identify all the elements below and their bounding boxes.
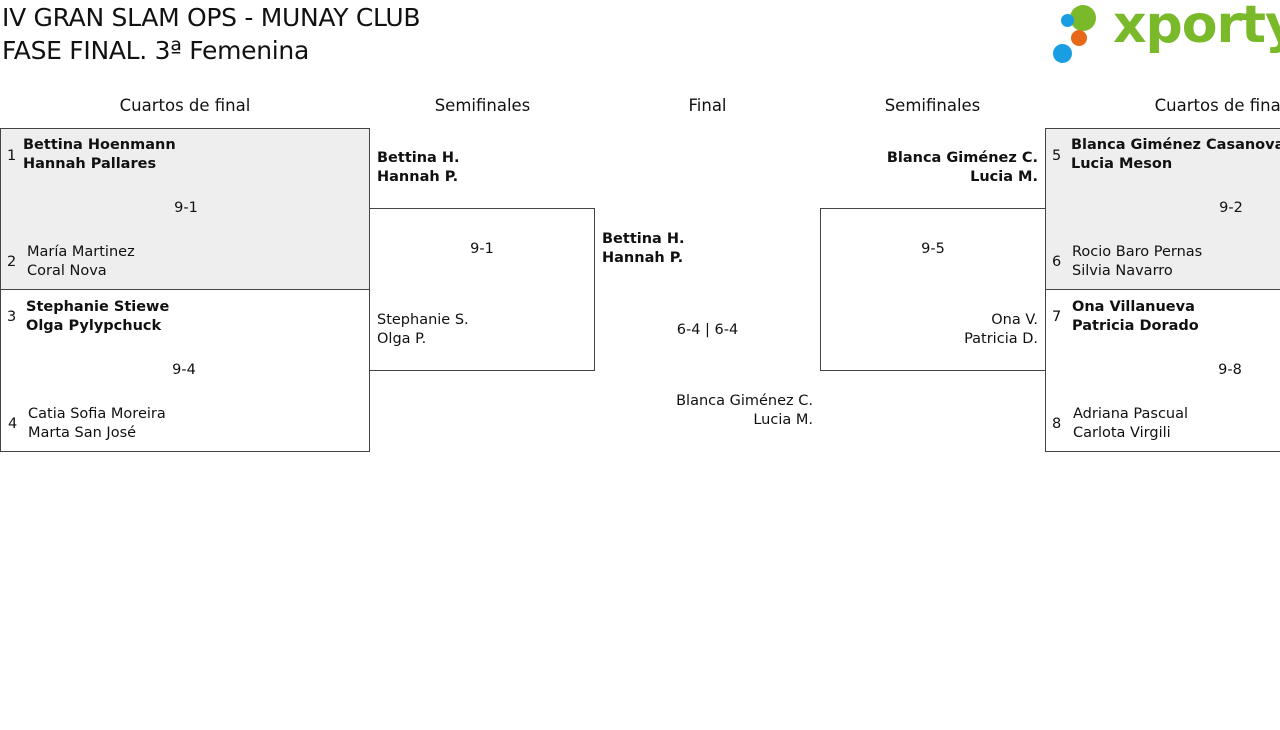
final-team-loser: Blanca Giménez C. Lucia M. xyxy=(595,392,813,430)
player-name: Stephanie S. xyxy=(377,312,469,328)
player-name: Silvia Navarro xyxy=(1072,263,1173,279)
team-winner: Bettina Hoenmann Hannah Pallares xyxy=(23,136,176,174)
seed-number: 5 xyxy=(1052,148,1062,164)
player-name: Hannah P. xyxy=(377,169,459,185)
seed-number: 2 xyxy=(7,254,17,270)
left-semi-team-winner: Bettina H. Hannah P. xyxy=(377,149,460,187)
player-name: Rocio Baro Pernas xyxy=(1072,244,1203,260)
team-loser: Catia Sofia Moreira Marta San José xyxy=(28,405,166,443)
logo-dot-orange xyxy=(1071,30,1087,46)
seed-number: 4 xyxy=(8,416,18,432)
player-name: Blanca Giménez C. xyxy=(886,150,1038,166)
player-name: Ona V. xyxy=(991,312,1038,328)
player-name: Ona Villanueva xyxy=(1072,299,1195,315)
player-name: Bettina H. xyxy=(602,231,685,247)
team-winner: Ona Villanueva Patricia Dorado xyxy=(1072,298,1199,336)
player-name: Bettina Hoenmann xyxy=(23,137,176,153)
player-name: Coral Nova xyxy=(27,263,107,279)
match-left-semi[interactable]: 9-1 Stephanie S. Olga P. xyxy=(369,208,595,371)
seed-number: 7 xyxy=(1052,309,1062,325)
player-name: Lucia M. xyxy=(970,169,1038,185)
seed-number: 6 xyxy=(1052,254,1062,270)
final-team-winner: Bettina H. Hannah P. xyxy=(602,230,685,268)
team-loser: Stephanie S. Olga P. xyxy=(377,311,469,349)
right-semi-team-winner: Blanca Giménez C. Lucia M. xyxy=(820,149,1038,187)
team-loser: Rocio Baro Pernas Silvia Navarro xyxy=(1072,243,1202,281)
seed-number: 3 xyxy=(7,309,17,325)
player-name: Stephanie Stiewe xyxy=(26,299,170,315)
player-name: Catia Sofia Moreira xyxy=(28,406,166,422)
round-header-right-quarters: Cuartos de final xyxy=(1154,96,1280,115)
logo-dot-green xyxy=(1070,5,1096,31)
match-right-qf-1[interactable]: 5 Blanca Giménez Casanovas Lucia Meson 9… xyxy=(1045,128,1280,290)
seed-number: 1 xyxy=(7,148,17,164)
tournament-title: IV GRAN SLAM OPS - MUNAY CLUB FASE FINAL… xyxy=(2,1,421,67)
player-name: Adriana Pascual xyxy=(1073,406,1189,422)
round-header-left-semis: Semifinales xyxy=(434,96,531,115)
match-right-semi[interactable]: 9-5 Ona V. Patricia D. xyxy=(820,208,1046,371)
player-name: Carlota Virgili xyxy=(1073,425,1171,441)
logo-dot-blue xyxy=(1061,14,1074,27)
match-score: 9-8 xyxy=(1218,362,1242,378)
round-header-left-quarters: Cuartos de final xyxy=(119,96,251,115)
team-winner: Stephanie Stiewe Olga Pylypchuck xyxy=(26,298,169,336)
match-left-qf-2[interactable]: 3 Stephanie Stiewe Olga Pylypchuck 9-4 4… xyxy=(0,289,370,452)
player-name: Olga Pylypchuck xyxy=(26,318,162,334)
title-line-2: FASE FINAL. 3ª Femenina xyxy=(2,36,309,65)
match-score: 9-4 xyxy=(172,362,196,378)
title-line-1: IV GRAN SLAM OPS - MUNAY CLUB xyxy=(2,3,421,32)
player-name: Olga P. xyxy=(377,331,427,347)
team-loser: Ona V. Patricia D. xyxy=(821,311,1038,349)
team-winner: Blanca Giménez Casanovas Lucia Meson xyxy=(1071,136,1280,174)
logo-dot-blue-large xyxy=(1053,44,1072,63)
xporty-logo: xporty xyxy=(1050,0,1280,68)
logo-text: xporty xyxy=(1113,0,1280,55)
player-name: Patricia D. xyxy=(964,331,1038,347)
match-score: 9-1 xyxy=(174,200,198,216)
player-name: Hannah P. xyxy=(602,250,684,266)
player-name: Hannah Pallares xyxy=(23,156,157,172)
match-left-qf-1[interactable]: 1 Bettina Hoenmann Hannah Pallares 9-1 2… xyxy=(0,128,370,290)
match-score: 9-1 xyxy=(470,241,494,257)
team-loser: María Martinez Coral Nova xyxy=(27,243,135,281)
player-name: Bettina H. xyxy=(377,150,460,166)
round-header-right-semis: Semifinales xyxy=(884,96,981,115)
team-loser: Adriana Pascual Carlota Virgili xyxy=(1073,405,1188,443)
player-name: Lucia Meson xyxy=(1071,156,1173,172)
player-name: María Martinez xyxy=(27,244,135,260)
round-header-final: Final xyxy=(688,96,727,115)
player-name: Lucia M. xyxy=(753,412,813,428)
final-score: 6-4 | 6-4 xyxy=(676,322,739,338)
match-score: 9-2 xyxy=(1219,200,1243,216)
player-name: Blanca Giménez Casanovas xyxy=(1071,137,1280,153)
player-name: Blanca Giménez C. xyxy=(676,393,813,409)
player-name: Marta San José xyxy=(28,425,137,441)
seed-number: 8 xyxy=(1052,416,1062,432)
match-score: 9-5 xyxy=(921,241,945,257)
match-right-qf-2[interactable]: 7 Ona Villanueva Patricia Dorado 9-8 8 A… xyxy=(1045,289,1280,452)
player-name: Patricia Dorado xyxy=(1072,318,1199,334)
